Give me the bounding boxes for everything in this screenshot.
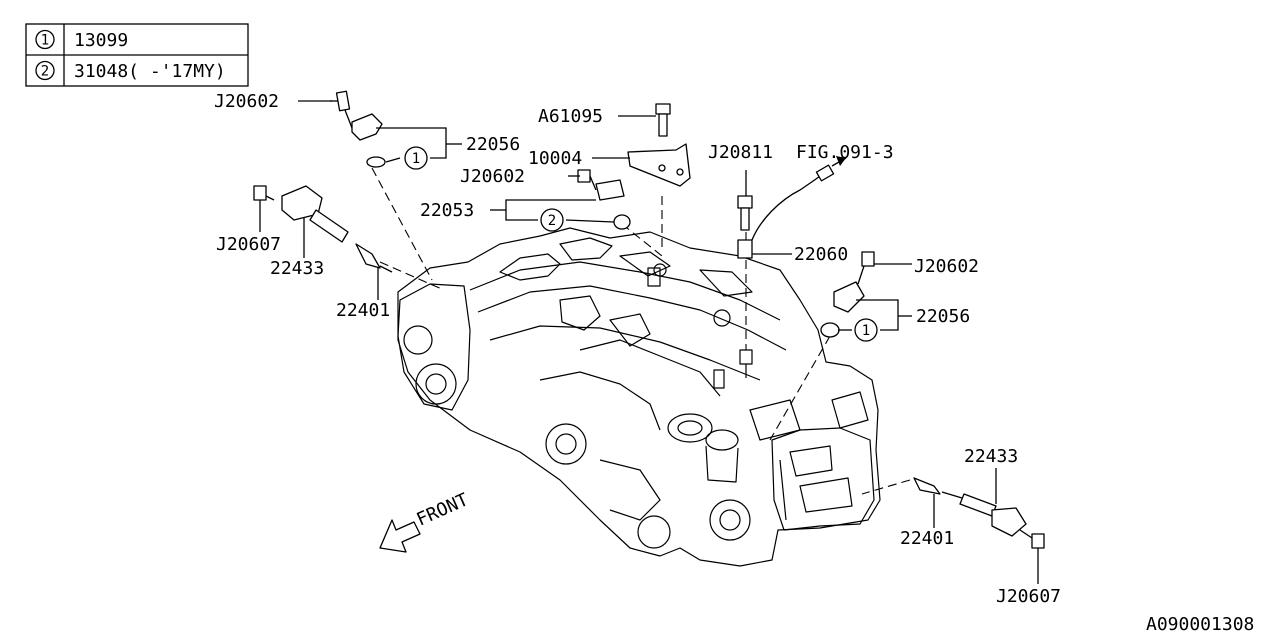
callout-labels: J20602 22056 A61095 10004 J20602 22053 J…: [214, 91, 1061, 607]
front-direction-indicator: FRONT: [379, 489, 472, 553]
label-22056-top: 22056: [466, 134, 520, 155]
marker-1-right: 1: [862, 323, 870, 339]
label-j20607-left: J20607: [216, 234, 281, 255]
camshaft-sensor-right: [820, 251, 875, 338]
legend-text-2: 31048( -'17MY): [74, 61, 226, 82]
leader-lines: [259, 100, 1039, 584]
label-22056-right: 22056: [916, 306, 970, 327]
label-22053: 22053: [420, 200, 474, 221]
sensor-22053: [577, 169, 631, 230]
marker-2-mid: 2: [548, 213, 556, 229]
label-j20607-right: J20607: [996, 586, 1061, 607]
knock-sensor: [737, 156, 847, 259]
label-22433-left: 22433: [270, 258, 324, 279]
camshaft-sensor-top: [330, 90, 386, 168]
label-22060: 22060: [794, 244, 848, 265]
label-j20602-right: J20602: [914, 256, 979, 277]
engine-block: [397, 227, 881, 567]
bracket-10004: [627, 103, 691, 187]
marker-1-top: 1: [412, 151, 420, 167]
legend-marker-1: 1: [41, 33, 49, 49]
label-a61095: A61095: [538, 106, 603, 127]
label-fig-ref[interactable]: FIG.091-3: [796, 142, 894, 163]
legend-marker-2: 2: [41, 64, 49, 80]
reference-markers: 1 2 1: [404, 146, 878, 342]
front-label: FRONT: [413, 489, 471, 530]
label-22401-right: 22401: [900, 528, 954, 549]
label-22401-left: 22401: [336, 300, 390, 321]
diagram-id: A090001308: [1146, 614, 1254, 635]
label-22433-right: 22433: [964, 446, 1018, 467]
label-j20602-mid: J20602: [460, 166, 525, 187]
legend-text-1: 13099: [74, 30, 128, 51]
label-j20602-top: J20602: [214, 91, 279, 112]
legend-table: 1 13099 2 31048( -'17MY): [25, 23, 249, 87]
ignition-coil-right: [913, 477, 1045, 549]
label-j20811: J20811: [708, 142, 773, 163]
label-10004: 10004: [528, 148, 582, 169]
ignition-coil-left: [253, 185, 393, 273]
